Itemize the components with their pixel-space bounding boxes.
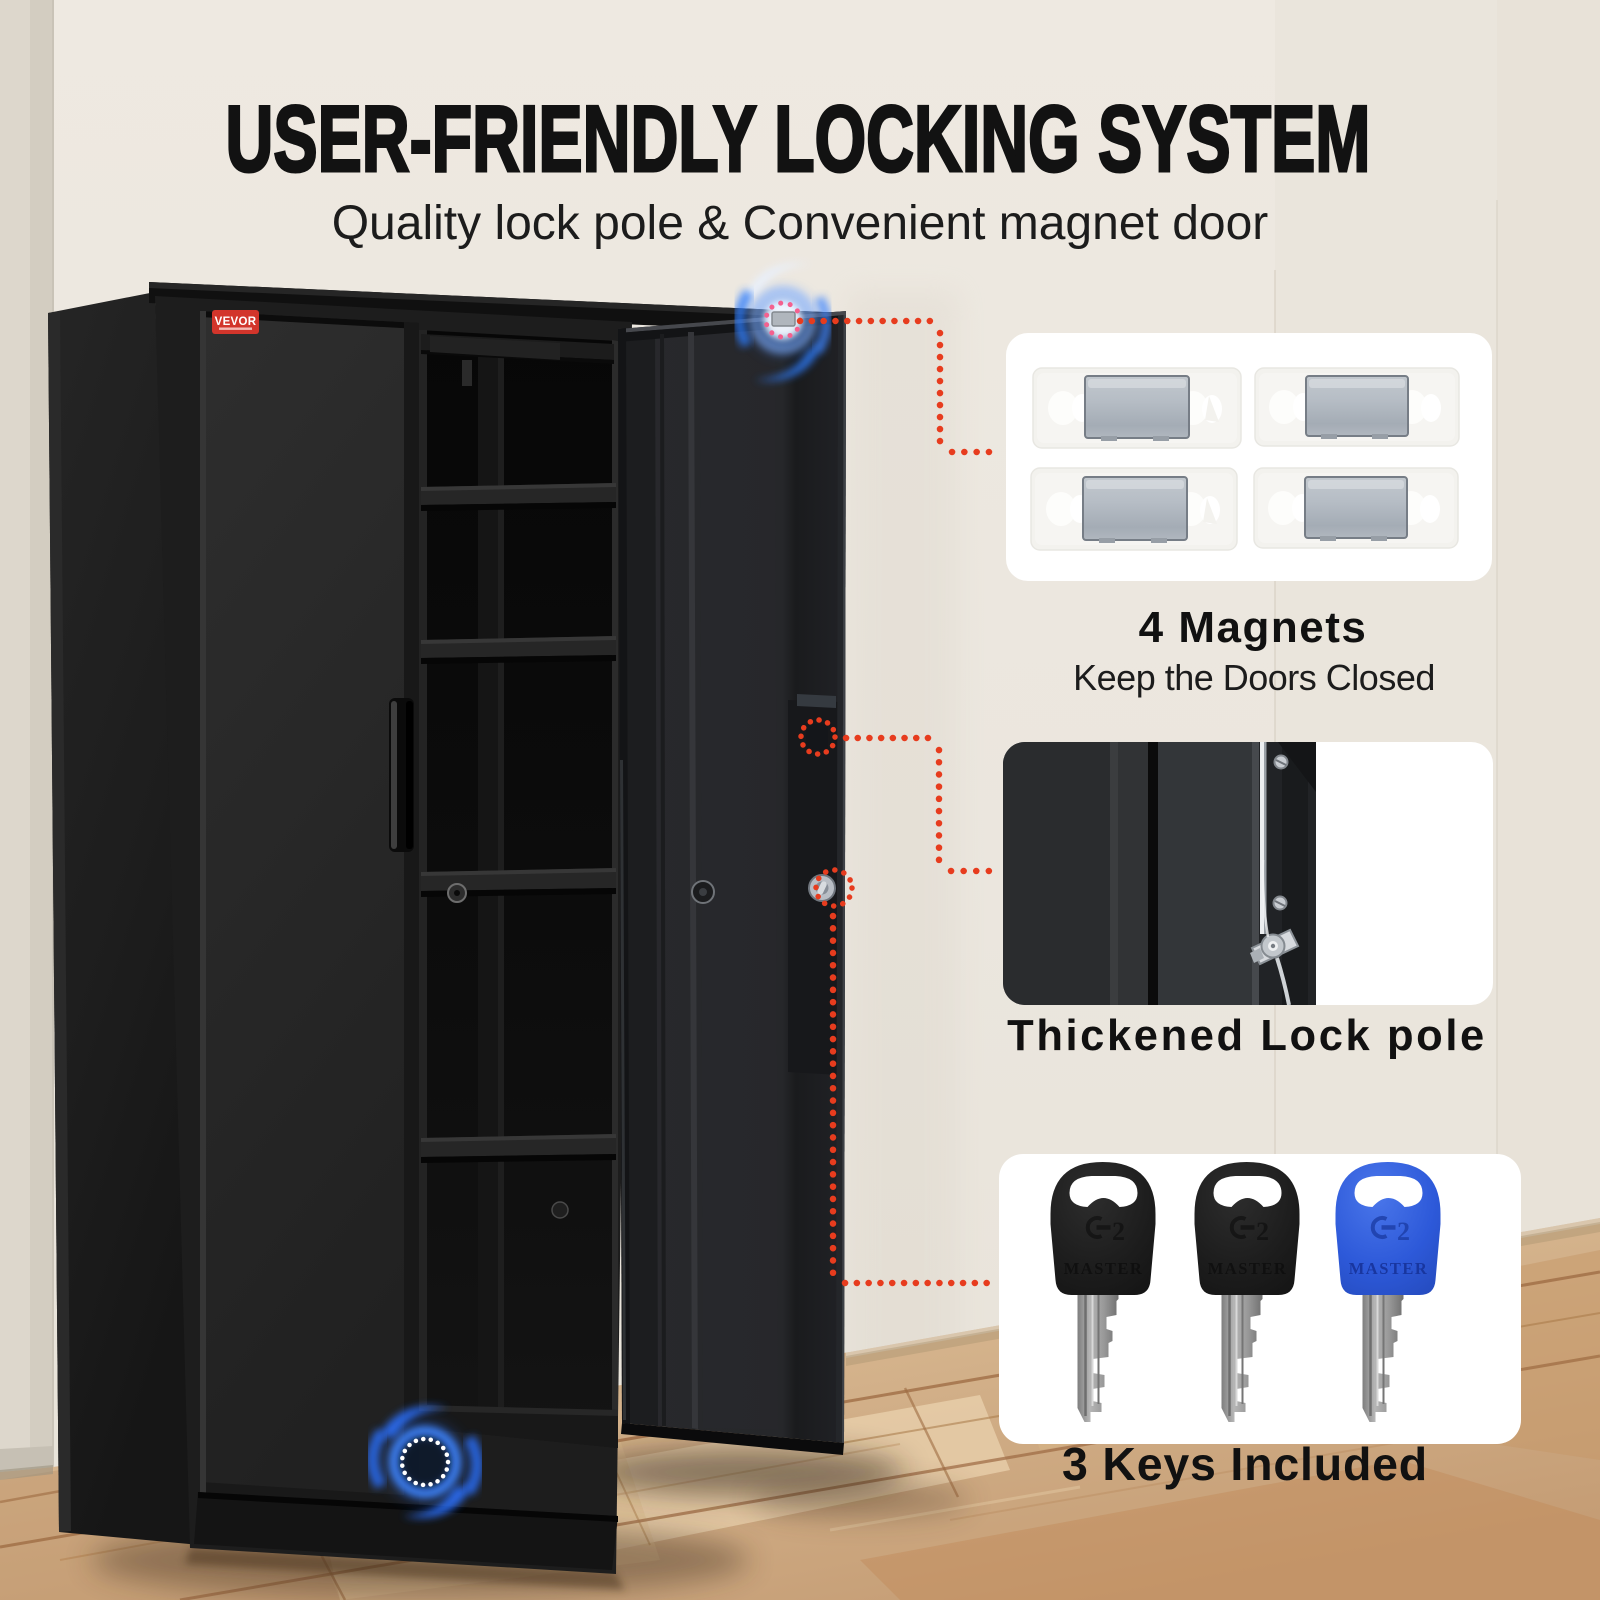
svg-text:Thickened Lock pole: Thickened Lock pole	[1007, 1012, 1487, 1060]
svg-text:2: 2	[1256, 1217, 1269, 1246]
svg-text:MASTER: MASTER	[1349, 1259, 1429, 1278]
svg-text:3 Keys Included: 3 Keys Included	[1062, 1438, 1428, 1490]
svg-text:4 Magnets: 4 Magnets	[1139, 603, 1368, 652]
svg-text:2: 2	[1397, 1217, 1410, 1246]
svg-text:Keep the Doors Closed: Keep the Doors Closed	[1073, 657, 1435, 698]
svg-text:USER-FRIENDLY LOCKING SYSTEM: USER-FRIENDLY LOCKING SYSTEM	[226, 87, 1371, 192]
svg-text:VEVOR: VEVOR	[215, 316, 257, 328]
svg-text:MASTER: MASTER	[1064, 1259, 1144, 1278]
svg-text:MASTER: MASTER	[1208, 1259, 1288, 1278]
svg-text:Quality lock pole & Convenient: Quality lock pole & Convenient magnet do…	[332, 197, 1269, 250]
svg-text:2: 2	[1112, 1217, 1125, 1246]
